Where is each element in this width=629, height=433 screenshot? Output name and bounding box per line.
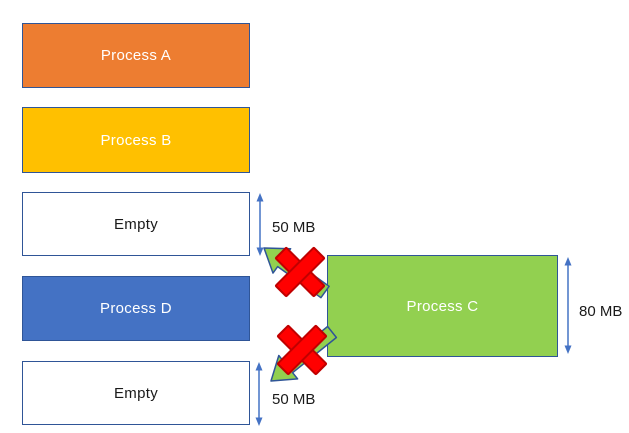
empty-block-2-label: Empty	[113, 384, 158, 402]
double-arrow-icon-empty-1	[256, 193, 264, 256]
cross-icon-upper	[275, 247, 325, 297]
process-b-label: Process B	[100, 131, 172, 149]
move-arrow-up-left-icon	[263, 247, 330, 299]
cross-icon-lower	[277, 325, 327, 375]
process-a-block: Process A	[22, 23, 250, 88]
empty-1-size-label: 50 MB	[272, 219, 316, 236]
double-arrow-icon-empty-2	[255, 362, 263, 426]
empty-block-2: Empty	[22, 361, 250, 425]
process-d-block: Process D	[22, 276, 250, 341]
process-b-block: Process B	[22, 107, 250, 173]
empty-block-1: Empty	[22, 192, 250, 256]
empty-block-1-label: Empty	[113, 215, 158, 233]
process-c-block: Process C	[327, 255, 558, 357]
double-arrow-icon-process-c	[564, 257, 572, 354]
process-c-label: Process C	[406, 297, 479, 315]
process-d-label: Process D	[100, 300, 172, 317]
empty-2-size-label: 50 MB	[272, 391, 316, 408]
process-a-label: Process A	[100, 47, 172, 64]
process-c-size-label: 80 MB	[579, 303, 623, 320]
